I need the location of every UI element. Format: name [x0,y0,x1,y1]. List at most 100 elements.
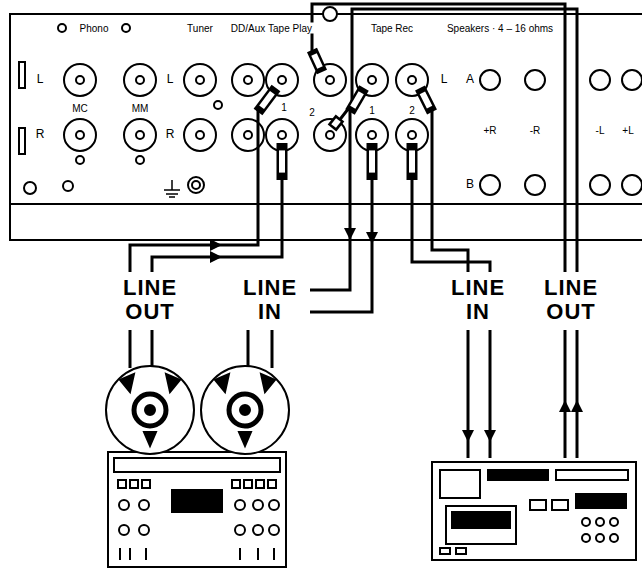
cassette-deck [432,462,636,560]
reel-to-reel-recorder [235,525,245,535]
reel-to-reel-recorder [268,480,276,488]
arrowhead [210,239,222,251]
arrowhead [366,232,378,244]
cassette-deck [440,470,480,498]
rca-jack [232,64,264,96]
jack-pin [196,76,204,84]
jack-pin [368,76,376,84]
reel-to-reel-recorder [215,374,275,446]
rca-plug [350,88,364,112]
speaker-terminal [480,175,500,195]
reel-to-reel-recorder [201,366,289,454]
jack-pin [278,131,286,139]
panel-label: -L [594,125,607,136]
panel-label: R [164,128,177,141]
panel-label: Phono [78,23,111,34]
speaker-terminal [622,70,642,90]
panel-label: Tape Play [266,23,314,34]
cable [151,330,154,366]
jack-pin [76,76,84,84]
cassette-deck [556,470,628,480]
rca-plug [332,118,340,128]
cable [152,178,282,272]
plug-body [409,150,415,172]
rca-plug [258,88,276,112]
cable [130,108,258,272]
speaker-terminal [525,175,545,195]
rca-plug [312,50,322,72]
amplifier-panel [122,24,130,32]
amplifier-panel [10,204,642,240]
jack-pin [244,76,252,84]
panel-label: L [439,73,450,86]
rca-jack [64,64,96,96]
rca-jack [124,64,156,96]
reel-to-reel-recorder [253,500,263,510]
arrowhead [344,228,356,240]
jack-pin [408,131,416,139]
reel-to-reel-recorder [106,366,194,454]
panel-label: Speakers · 4 – 16 ohms [445,23,555,34]
panel-label: -R [528,125,543,136]
panel-label: 2 [407,105,417,116]
cassette-deck [446,506,516,544]
panel-label: +R [481,125,498,136]
cassette-deck [452,512,510,528]
plug-body [314,54,320,67]
reel-to-reel-recorder [142,480,150,488]
amplifier-panel [19,62,25,88]
speaker-terminal [525,70,545,90]
reel-to-reel-recorder [253,525,263,535]
cassette-deck [610,534,618,542]
plug-body [369,150,375,172]
amplifier-panel [188,177,204,193]
cable [310,178,372,312]
arrowhead [484,430,496,442]
panel-label: DD/Aux [229,23,267,34]
cassette-deck [456,548,466,554]
reel-to-reel-recorder [114,458,280,472]
speaker-terminal [590,70,610,90]
reel-to-reel-recorder [229,394,261,426]
rca-plug [277,143,288,180]
reel-to-reel-recorder [119,500,129,510]
reel-to-reel-recorder [120,374,180,446]
cable [412,178,490,272]
panel-label: B [464,178,476,191]
arrowhead [571,400,583,412]
reel-to-reel-recorder [139,525,149,535]
jack-pin [368,131,376,139]
rca-jacks [64,64,428,151]
speaker-terminal [590,175,610,195]
amplifier-panel [323,7,337,21]
amplifier-panel [10,14,642,204]
amplifier-panel [192,181,200,189]
rca-plug [420,88,432,112]
reel-to-reel-recorder [139,500,149,510]
reel-to-reel-recorder [235,500,245,510]
reel-to-reel-recorder [118,480,126,488]
cassette-deck [582,518,590,526]
ground-symbol [164,180,180,197]
reel-to-reel-recorder [240,405,250,415]
jack-pin [278,76,286,84]
amplifier-panel [136,156,144,164]
rca-jack [184,64,216,96]
cable [564,330,567,458]
jack-pin [244,131,252,139]
cassette-deck [432,462,636,560]
cable [129,330,132,368]
cassette-deck [440,548,450,554]
amplifier-panel [10,7,642,240]
cassette-deck [530,500,546,510]
reel-to-reel-recorder [145,405,155,415]
cassette-deck [576,494,626,508]
amplifier-panel [24,182,36,194]
cable [432,108,468,272]
panel-label: L [165,73,176,86]
reel-to-reel-recorder [120,548,274,560]
reel-to-reel-recorder [108,452,286,567]
plug-body [334,120,339,126]
reel-to-reel-recorder [130,480,138,488]
